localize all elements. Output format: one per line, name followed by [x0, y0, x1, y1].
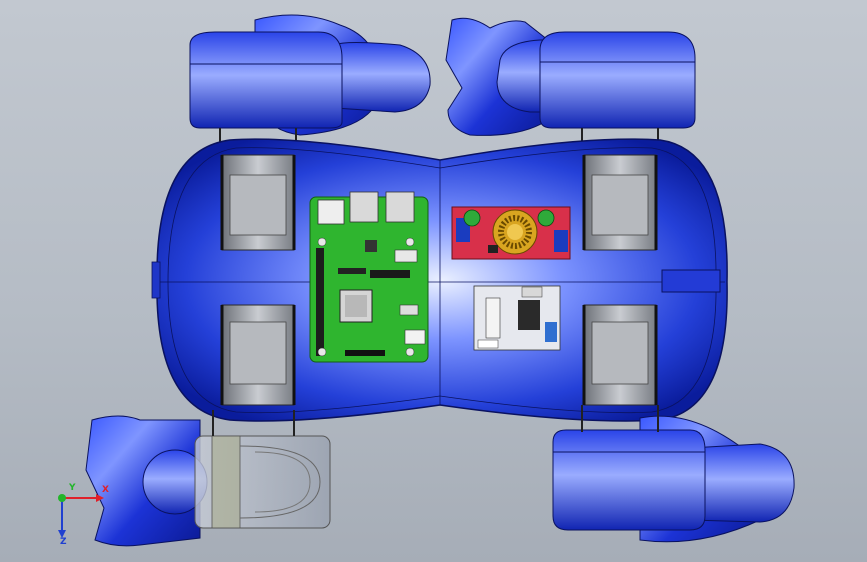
- coordinate-triad: X Y Z: [58, 483, 109, 544]
- leg-rear-left[interactable]: [85, 410, 331, 547]
- wheel-rear-left[interactable]: [220, 304, 296, 406]
- leg-front-right[interactable]: [445, 17, 696, 150]
- wheel-front-left[interactable]: [220, 154, 296, 251]
- z-axis-label: Z: [60, 537, 67, 544]
- leg-front-left[interactable]: [189, 14, 431, 150]
- y-axis-label: Y: [68, 483, 76, 493]
- power-converter-board[interactable]: [451, 206, 571, 260]
- y-axis-point: [58, 494, 66, 502]
- x-axis-label: X: [102, 485, 109, 495]
- leg-rear-right[interactable]: [552, 405, 795, 543]
- wheel-rear-right[interactable]: [582, 304, 658, 406]
- z-axis-arrowhead: [58, 530, 66, 538]
- x-axis-arrowhead: [96, 494, 104, 502]
- wheel-front-right[interactable]: [582, 154, 658, 251]
- motor-driver-board[interactable]: [473, 285, 561, 351]
- controller-board[interactable]: [309, 191, 429, 363]
